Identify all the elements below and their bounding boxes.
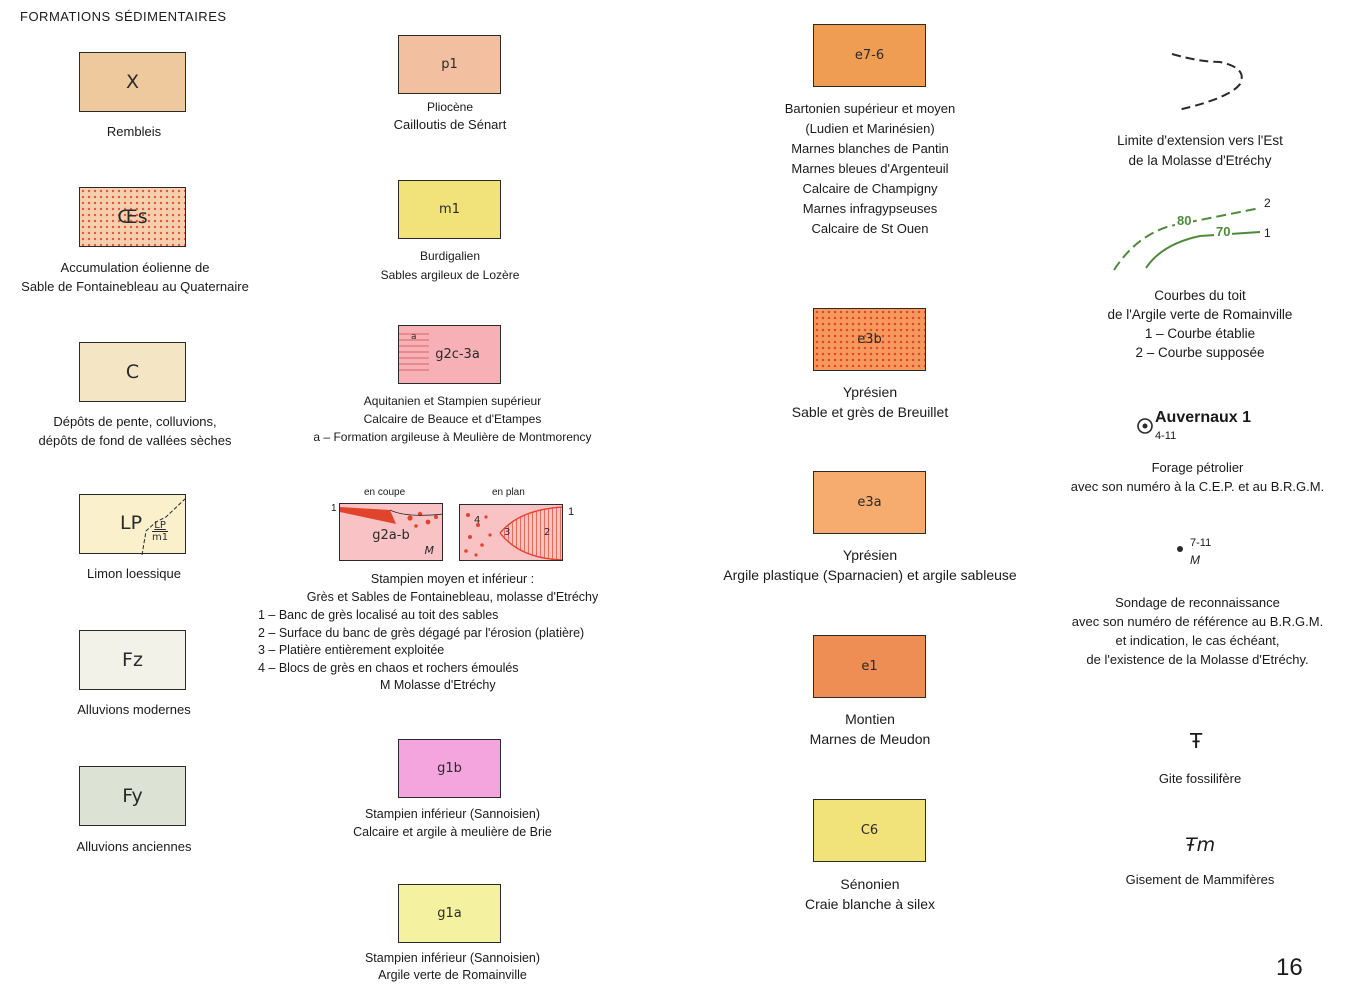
- swatch-e3b: e3b: [813, 308, 926, 371]
- tag-a: a: [411, 332, 417, 342]
- label-sondage: Sondage de reconnaissance avec son numér…: [1071, 595, 1324, 667]
- sondage-m: M: [1190, 553, 1200, 567]
- formation-hatch-a: [399, 333, 429, 371]
- contour-lines-icon: [1113, 207, 1261, 271]
- swatch-e76: e7-6: [813, 24, 926, 87]
- code-Fy: Fy: [122, 785, 143, 807]
- legend-heading: FORMATIONS SÉDIMENTAIRES: [20, 9, 227, 24]
- code-c6: C6: [860, 823, 879, 838]
- loess-boundary-line: [141, 496, 187, 555]
- contour-label-1: 1: [1264, 226, 1271, 240]
- label-c6: Sénonien Craie blanche à silex: [805, 876, 935, 912]
- label-g2ab: Stampien moyen et inférieur : Grès et Sa…: [306, 572, 599, 604]
- contour-label-2: 2: [1264, 196, 1271, 210]
- label-en-plan: en plan: [492, 487, 525, 498]
- num-4-plan: 4: [474, 515, 481, 526]
- code-e76: e7-6: [854, 48, 885, 63]
- contour-label-70: 70: [1214, 224, 1233, 239]
- swatch-LP: LP LP m1: [79, 494, 187, 555]
- label-contours: Courbes du toit de l'Argile verte de Rom…: [1107, 288, 1293, 360]
- label-e76: Bartonien supérieur et moyen (Ludien et …: [784, 101, 956, 236]
- code-p1: p1: [441, 57, 458, 72]
- num-1-coupe: 1: [331, 503, 337, 514]
- code-e3b: e3b: [857, 332, 882, 347]
- swatch-Fy: Fy: [79, 766, 186, 826]
- label-e3a: Yprésien Argile plastique (Sparnacien) e…: [723, 547, 1017, 583]
- list-g2ab: 1 – Banc de grès localisé au toit des sa…: [258, 608, 585, 692]
- label-p1: Pliocène Cailloutis de Sénart: [393, 100, 507, 132]
- swatch-Fz: Fz: [79, 630, 186, 690]
- molasse-limit-line-icon: [1171, 53, 1243, 111]
- swatch-m1: m1: [398, 180, 501, 239]
- swatch-g1b: g1b: [398, 739, 501, 798]
- swatch-X: X: [79, 52, 186, 112]
- swatch-C: C: [79, 342, 186, 402]
- oil-well-icon: [1137, 418, 1153, 434]
- sandstone-plan-drawing: [464, 506, 562, 560]
- code-M-coupe: M: [424, 544, 435, 557]
- borehole-dot-icon: [1177, 546, 1183, 552]
- swatch-c6: C6: [813, 799, 926, 862]
- label-g2c3a: Aquitanien et Stampien supérieur Calcair…: [313, 394, 592, 444]
- sandstone-section-drawing: [340, 507, 442, 528]
- swatch-p1: p1: [398, 35, 501, 94]
- well-number: 4-11: [1155, 430, 1177, 442]
- code-m1: m1: [439, 202, 460, 217]
- code-LP-over-m1: LP m1: [152, 520, 169, 543]
- code-Oes: Œs: [117, 206, 148, 228]
- label-Oes: Accumulation éolienne de Sable de Fontai…: [21, 260, 249, 294]
- code-g2ab: g2a-b: [372, 527, 410, 543]
- label-LP: Limon loessique: [87, 566, 181, 581]
- swatch-e1: e1: [813, 635, 926, 698]
- mammal-site-icon: Ŧm: [1185, 834, 1216, 856]
- label-Fz: Alluvions modernes: [77, 702, 191, 717]
- code-Fz: Fz: [122, 649, 143, 671]
- swatch-Oes: Œs: [79, 187, 186, 247]
- code-C: C: [125, 361, 140, 383]
- label-e3b: Yprésien Sable et grès de Breuillet: [791, 384, 949, 420]
- label-mammal: Gisement de Mammifères: [1125, 872, 1275, 887]
- label-well: Forage pétrolier avec son numéro à la C.…: [1070, 460, 1325, 494]
- label-m1: Burdigalien Sables argileux de Lozère: [380, 249, 520, 282]
- well-name: Auvernaux 1: [1155, 409, 1252, 426]
- swatch-g2ab-coupe: g2a-b M: [339, 503, 443, 561]
- label-en-coupe: en coupe: [364, 487, 406, 498]
- label-fossil: Gite fossilifère: [1158, 771, 1242, 786]
- num-1-plan: 1: [568, 506, 575, 518]
- code-g1a: g1a: [437, 906, 462, 921]
- code-g2c3a: g2c-3a: [435, 347, 480, 362]
- label-g1a: Stampien inférieur (Sannoisien) Argile v…: [364, 951, 541, 982]
- label-limit: Limite d'extension vers l'Est de la Mola…: [1117, 133, 1283, 168]
- swatch-g2c3a: a g2c-3a: [398, 325, 501, 384]
- label-Fy: Alluvions anciennes: [76, 839, 192, 854]
- num-3-plan: 3: [504, 527, 511, 538]
- label-e1: Montien Marnes de Meudon: [809, 711, 931, 747]
- swatch-g1a: g1a: [398, 884, 501, 943]
- contour-label-80: 80: [1175, 213, 1194, 228]
- label-g1b: Stampien inférieur (Sannoisien) Calcaire…: [353, 807, 552, 839]
- fossil-site-icon: Ŧ: [1190, 729, 1203, 753]
- page-number: 16: [1276, 954, 1303, 981]
- swatch-g2ab-plan: 4 3 2: [459, 504, 563, 561]
- sondage-number: 7-11: [1190, 537, 1212, 549]
- code-g1b: g1b: [437, 761, 462, 776]
- code-e3a: e3a: [857, 495, 882, 510]
- code-e1: e1: [861, 659, 878, 674]
- code-LP: LP: [120, 512, 143, 534]
- label-C: Dépôts de pente, colluvions, dépôts de f…: [38, 414, 232, 448]
- swatch-e3a: e3a: [813, 471, 926, 534]
- num-2-plan: 2: [544, 527, 551, 538]
- label-X: Rembleis: [106, 124, 162, 139]
- code-X: X: [125, 71, 140, 93]
